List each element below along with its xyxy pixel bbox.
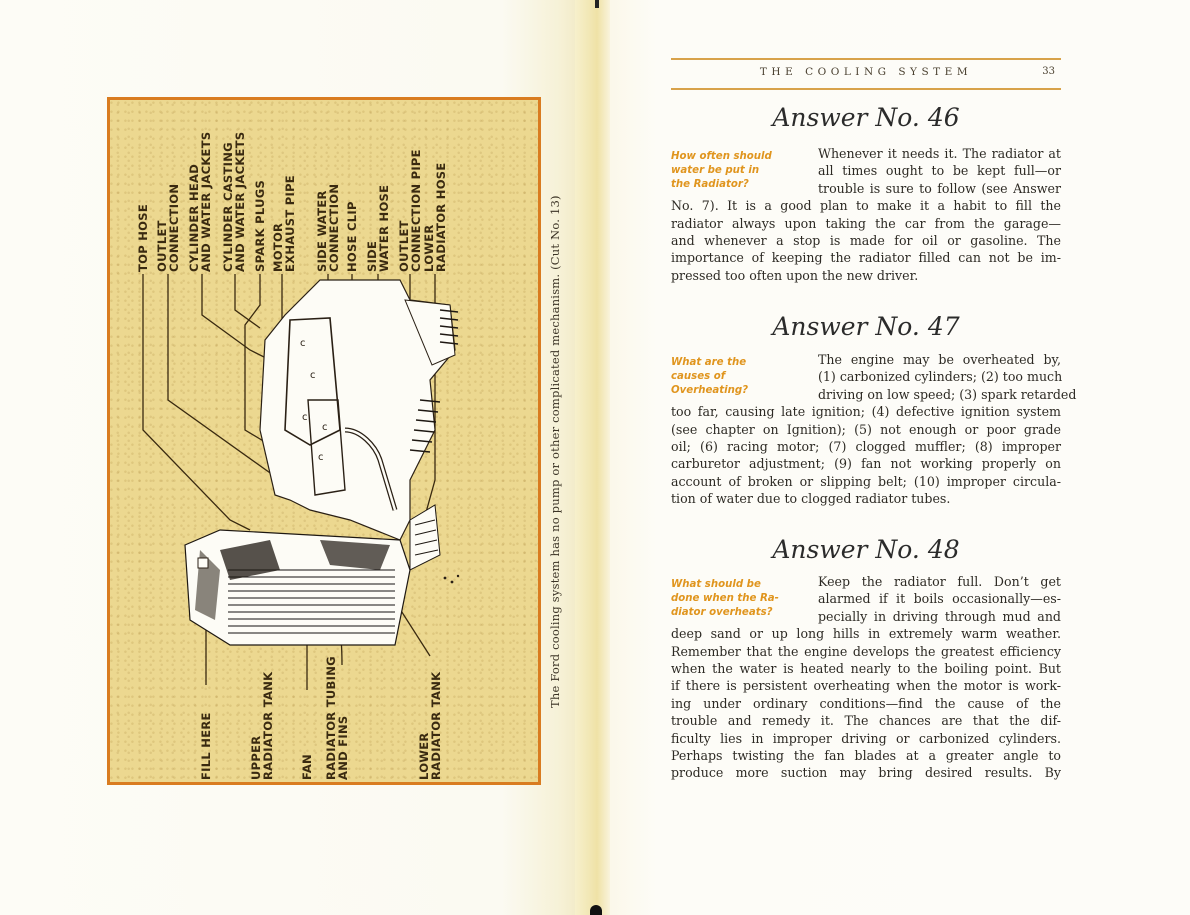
- text-line: (1) carbonized cylinders; (2) too much: [818, 369, 1063, 385]
- label-side-water-hose: SIDE WATER HOSE: [365, 184, 391, 272]
- label-fan: FAN: [300, 754, 314, 780]
- text-line: account of broken or slipping belt; (10)…: [671, 473, 1061, 489]
- text-line: alarmed if it boils occasionally—es-: [818, 591, 1061, 607]
- label-lower-radiator-hose: LOWER RADIATOR HOSE: [422, 162, 448, 272]
- running-head: THE COOLING SYSTEM 33: [671, 58, 1061, 90]
- text-line: Keep the radiator full. Don’t get: [818, 574, 1061, 589]
- text-line: if there is persistent overheating when …: [671, 678, 1061, 694]
- question-line: diator overheats?: [671, 607, 773, 618]
- text-line: tion of water due to clogged radiator tu…: [671, 491, 951, 507]
- question-line: How often should: [671, 151, 772, 162]
- text-line: The engine may be overheated by,: [818, 352, 1061, 367]
- answer-47-question: What are the causes of Overheating?: [671, 356, 781, 398]
- binding-mark-top: [595, 0, 599, 8]
- label-side-water-connection: SIDE WATER CONNECTION: [315, 183, 341, 272]
- label-cylinder-head: CYLINDER HEAD AND WATER JACKETS: [187, 131, 213, 272]
- label-motor-exhaust-pipe: MOTOR EXHAUST PIPE: [271, 175, 297, 272]
- label-cylinder-casting: CYLINDER CASTING AND WATER JACKETS: [221, 131, 247, 272]
- answer-46-heading: Answer No. 46: [772, 103, 960, 132]
- text-line: and whenever a stop is made for oil or g…: [671, 233, 1061, 249]
- answer-47-heading: Answer No. 47: [772, 312, 960, 341]
- text-line: ing under ordinary conditions—find the c…: [671, 695, 1061, 711]
- text-line: ficulty lies in improper driving or carb…: [671, 730, 1061, 746]
- question-line: What should be: [671, 579, 761, 590]
- label-hose-clip: HOSE CLIP: [345, 201, 359, 272]
- text-line: radiator always upon taking the car from…: [671, 215, 1061, 231]
- answer-48-body: Keep the radiator full. Don’t get alarme…: [671, 573, 1061, 782]
- answer-48-question: What should be done when the Ra- diator …: [671, 578, 781, 620]
- binding-mark-bottom: [590, 905, 602, 915]
- text-line: deep sand or up long hills in extremely …: [671, 626, 1061, 642]
- text-line: No. 7). It is a good plan to make it a h…: [671, 198, 1061, 214]
- page-number: 33: [1042, 66, 1055, 77]
- text-line: pressed too often upon the new driver.: [671, 267, 919, 283]
- answer-46-body: Whenever it needs it. The radiator at al…: [671, 145, 1061, 284]
- label-fill-here: FILL HERE: [199, 712, 213, 780]
- text-line: produce more suction may bring desired r…: [671, 765, 1061, 781]
- text-line: importance of keeping the radiator fille…: [671, 250, 1061, 266]
- text-line: Remember that the engine develops the gr…: [671, 643, 1061, 659]
- cooling-system-illustration: c c c c c: [107, 97, 541, 785]
- question-line: causes of: [671, 371, 726, 382]
- svg-text:c: c: [318, 452, 324, 463]
- right-page: [610, 0, 1190, 915]
- text-line: trouble is sure to follow (see Answer: [818, 180, 1061, 196]
- question-line: Overheating?: [671, 385, 749, 396]
- book-gutter: [575, 0, 615, 915]
- answer-48-heading: Answer No. 48: [772, 535, 960, 564]
- answer-46-question: How often should water be put in the Rad…: [671, 150, 781, 192]
- answer-47-body: The engine may be overheated by, (1) car…: [671, 351, 1077, 508]
- engine-drawing-icon: c c c c c: [142, 274, 460, 690]
- text-line: Perhaps twisting the fan blades at a gre…: [671, 748, 1061, 764]
- text-line: pecially in driving through mud and: [818, 608, 1061, 624]
- question-line: the Radiator?: [671, 179, 749, 190]
- text-line: driving on low speed; (3) spark retarded: [818, 386, 1077, 402]
- text-line: oil; (6) racing motor; (7) clogged muffl…: [671, 439, 1061, 455]
- question-line: What are the: [671, 357, 747, 368]
- text-line: all times ought to be kept full—or: [818, 163, 1061, 179]
- svg-text:c: c: [310, 370, 316, 381]
- text-line: when the water is heated nearly to the b…: [671, 661, 1061, 677]
- chapter-title: THE COOLING SYSTEM: [759, 66, 973, 78]
- text-line: carburetor adjustment; (9) fan not worki…: [671, 456, 1061, 472]
- text-line: trouble and remedy it. The chances are t…: [671, 713, 1061, 729]
- text-line: too far, causing late ignition; (4) defe…: [671, 404, 1061, 420]
- label-lower-radiator-tank: LOWER RADIATOR TANK: [417, 671, 443, 780]
- text-line: (see chapter on Ignition); (5) not enoug…: [671, 421, 1061, 437]
- figure-caption: The Ford cooling system has no pump or o…: [548, 195, 562, 708]
- label-outlet-connection-pipe: OUTLET CONNECTION PIPE: [397, 149, 423, 272]
- question-line: water be put in: [671, 165, 760, 176]
- label-outlet-connection: OUTLET CONNECTION: [155, 183, 181, 272]
- text-line: Whenever it needs it. The radiator at: [818, 146, 1061, 161]
- label-top-hose: TOP HOSE: [136, 204, 150, 272]
- svg-text:c: c: [322, 422, 328, 433]
- svg-text:c: c: [302, 412, 308, 423]
- label-radiator-tubing: RADIATOR TUBING AND FINS: [324, 656, 350, 780]
- label-upper-radiator-tank: UPPER RADIATOR TANK: [249, 671, 275, 780]
- question-line: done when the Ra-: [671, 593, 779, 604]
- svg-text:c: c: [300, 338, 306, 349]
- label-spark-plugs: SPARK PLUGS: [253, 179, 267, 272]
